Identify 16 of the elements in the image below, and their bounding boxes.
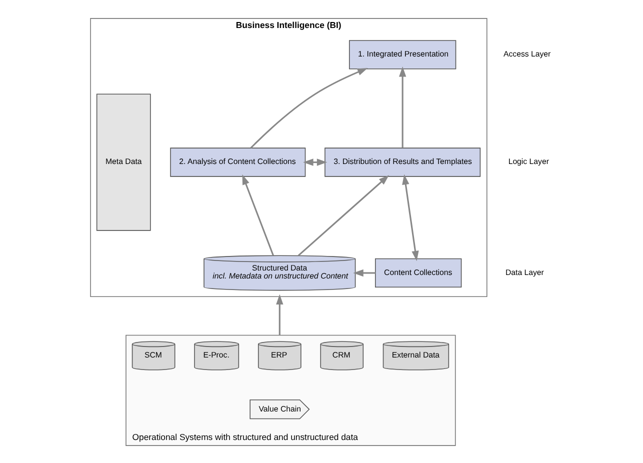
node-box: 2. Analysis of Content Collections <box>170 147 306 176</box>
arrow <box>302 158 327 166</box>
node-box: 3. Distribution of Results and Templates <box>324 147 480 176</box>
node-box: Content Collections <box>374 258 462 288</box>
label: Access Layer <box>502 49 550 58</box>
label: Logic Layer <box>508 156 548 166</box>
arrow <box>352 268 375 276</box>
arrow <box>297 174 389 256</box>
label: Data Layer <box>504 267 544 276</box>
arrow <box>242 174 274 256</box>
arrow <box>250 68 368 148</box>
node-box: 1. Integrated Presentation <box>348 40 456 69</box>
node-box: Meta Data <box>96 93 150 230</box>
arrow <box>276 294 283 335</box>
arrow <box>402 174 418 261</box>
arrow <box>398 66 406 148</box>
